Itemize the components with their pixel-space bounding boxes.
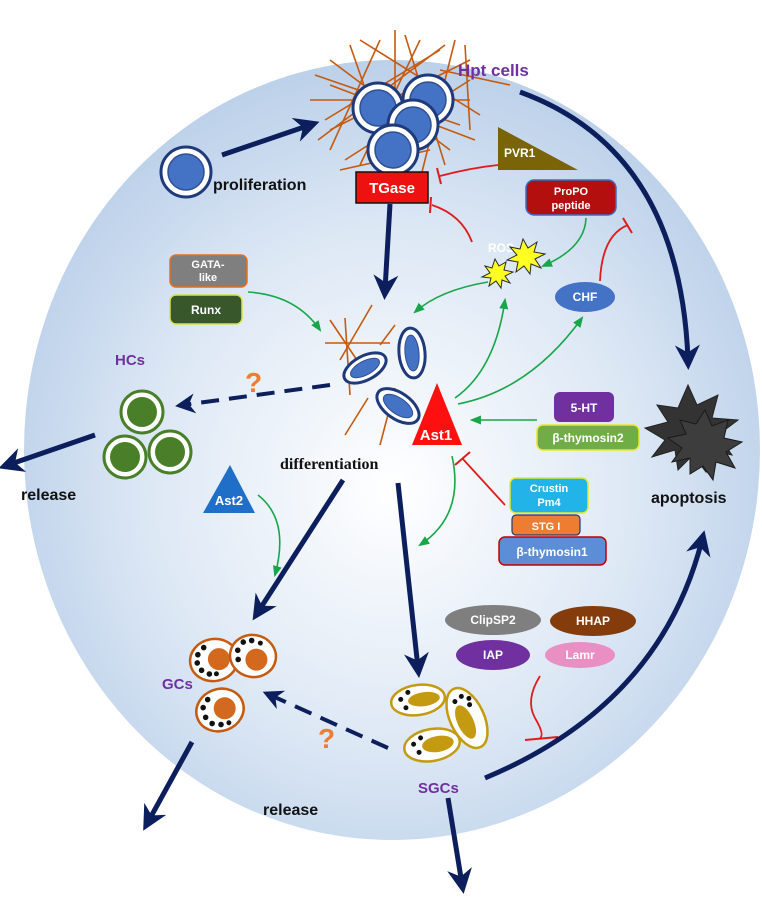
hpt-cell — [366, 123, 420, 177]
apoptosis-label: apoptosis — [651, 490, 727, 507]
gcs-label: GCs — [162, 676, 193, 693]
ast1-to-downstream-arrow — [418, 455, 456, 547]
chf-inhibit-line — [599, 224, 629, 282]
pvr1-shape — [498, 127, 578, 170]
runx-box — [169, 294, 243, 325]
pvr1-label: PVR1 — [504, 146, 536, 160]
clipsp2-ellipse — [445, 605, 541, 635]
crustin-label-line2: Pm4 — [537, 497, 561, 509]
gcs-release-arrow — [143, 740, 195, 831]
tgase-label: TGase — [369, 180, 415, 197]
hhap-label: HHAP — [576, 614, 610, 628]
hhap-ellipse — [550, 606, 636, 636]
proliferating-cell — [159, 145, 213, 199]
ast1-to-ros-arrow — [454, 297, 509, 399]
propo-peptide-box — [525, 179, 617, 216]
ros-label: ROS — [488, 241, 514, 255]
clipsp2-group-inhibit-line — [530, 675, 543, 739]
ros-burst-2 — [480, 257, 515, 290]
hcs-release-label: release — [21, 487, 76, 504]
differentiation-to-hcs-dashed-arrow — [175, 383, 331, 414]
5ht-label: 5-HT — [571, 401, 598, 415]
proliferation-label: proliferation — [213, 177, 306, 194]
stg1-box — [511, 514, 581, 536]
ast2-triangle — [203, 465, 255, 513]
ros-burst-1 — [505, 237, 547, 276]
sgc-cell — [445, 686, 489, 750]
5ht-box — [554, 392, 614, 422]
gata-like-box — [169, 254, 248, 288]
iap-label: IAP — [483, 648, 503, 662]
gata-like-label-line2: like — [199, 272, 217, 284]
ros-to-differentiation-arrow — [413, 281, 489, 314]
ros-inhibit-bar — [429, 196, 432, 214]
hcs-question-mark: ? — [245, 367, 262, 398]
ast1-to-chf-arrow — [457, 316, 584, 405]
apoptosis-burst-front — [666, 408, 744, 482]
ros-inhibit-line — [431, 204, 473, 243]
hc-cell — [102, 434, 148, 480]
chf-label: CHF — [573, 290, 598, 304]
sgcs-to-apoptosis-arrow — [484, 530, 711, 781]
differentiation-to-gcs-arrow — [252, 478, 346, 621]
propo-peptide-label-line1: ProPO — [554, 186, 589, 198]
clipsp2-label: ClipSP2 — [470, 613, 516, 627]
gcs-release-label: release — [263, 802, 318, 819]
runx-label: Runx — [191, 303, 221, 317]
propo-peptide-label-line2: peptide — [551, 200, 590, 212]
chf-ellipse — [555, 282, 615, 312]
crustin-inhibit-bar — [454, 451, 471, 466]
differentiating-cell — [342, 351, 388, 385]
ast2-to-gcs-arrow — [257, 494, 282, 578]
tgase-box — [355, 171, 429, 204]
hpt-cells-label: Hpt cells — [458, 61, 529, 80]
hcs-label: HCs — [115, 352, 145, 369]
differentiating-cell — [397, 326, 427, 380]
crustin-inhibit-line — [461, 457, 506, 506]
sgc-cell — [403, 727, 461, 763]
sgcs-label: SGCs — [418, 780, 459, 797]
proliferation-arrow — [221, 118, 320, 158]
bthymosin1-label: β-thymosin1 — [516, 545, 588, 559]
gc-cell — [195, 687, 245, 733]
ast1-triangle — [412, 383, 462, 445]
stg1-label: STG I — [532, 521, 561, 533]
hc-cell — [119, 389, 165, 435]
iap-ellipse — [456, 640, 530, 670]
gc-cell — [188, 637, 240, 683]
sgcs-question-mark: ? — [318, 723, 335, 754]
gc-cell — [228, 633, 278, 679]
ast1-label: Ast1 — [420, 427, 453, 444]
sgcs-to-gcs-dashed-arrow — [262, 690, 389, 750]
crustin-label-line1: Crustin — [530, 483, 569, 495]
gata-runx-to-differentiation-arrow — [247, 291, 322, 332]
sgc-cell — [389, 683, 447, 717]
hpt-to-apoptosis-arrow — [519, 89, 700, 370]
differentiation-label: differentiation — [280, 456, 378, 473]
bthymosin1-box — [498, 536, 607, 566]
differentiating-cell — [375, 387, 421, 425]
bthymosin2-box — [536, 424, 640, 451]
sgcs-release-arrow — [445, 797, 472, 894]
bthymosin2-label: β-thymosin2 — [552, 431, 624, 445]
chf-inhibit-bar — [622, 217, 633, 234]
lamr-ellipse — [545, 642, 615, 668]
pvr1-inhibit-bar — [436, 167, 442, 185]
hcs-release-arrow — [0, 432, 96, 472]
gata-like-label-line1: GATA- — [191, 259, 225, 271]
ast2-label: Ast2 — [215, 493, 243, 508]
pvr1-inhibit-line — [439, 164, 499, 177]
propo-to-ros-arrow — [540, 217, 587, 267]
differentiation-to-sgcs-arrow — [395, 482, 429, 678]
hc-cell — [147, 429, 193, 475]
crustin-pm4-box — [509, 477, 589, 514]
lamr-label: Lamr — [565, 648, 595, 662]
tgase-to-differentiation-arrow — [373, 203, 399, 300]
clipsp2-group-inhibit-bar — [524, 736, 559, 741]
